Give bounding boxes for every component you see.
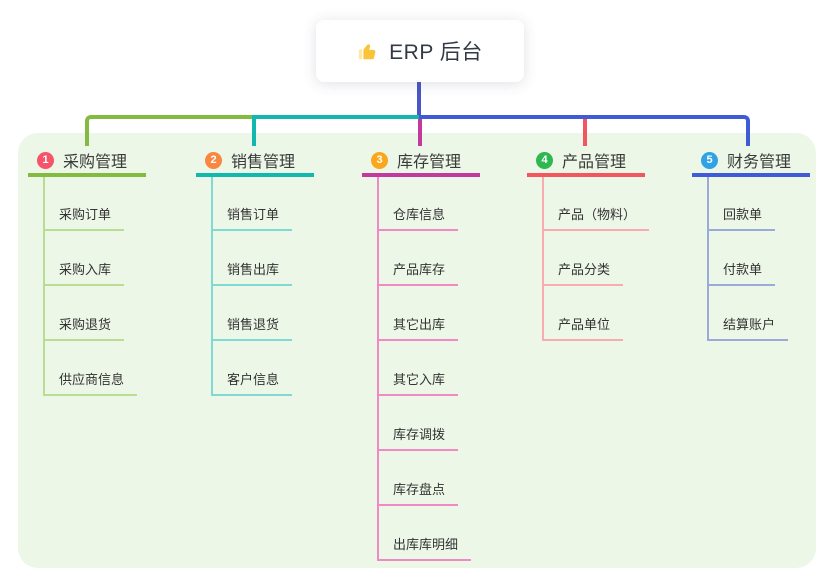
branch-1-child-connector	[43, 177, 45, 396]
child-node[interactable]: 采购退货	[43, 311, 125, 341]
child-node[interactable]: 出库库明细	[377, 531, 472, 561]
thumbs-up-icon	[357, 40, 379, 62]
connector-branch-2-drop	[252, 115, 256, 146]
child-node[interactable]: 结算账户	[707, 311, 789, 341]
child-node[interactable]: 其它出库	[377, 311, 459, 341]
branch-label: 财务管理	[727, 154, 792, 171]
child-node[interactable]: 回款单	[707, 201, 776, 231]
branch-number-badge: 4	[536, 151, 553, 169]
branch-number-badge: 5	[701, 151, 718, 169]
root-node[interactable]: ERP 后台	[316, 20, 524, 82]
branch-3-child-connector	[377, 177, 379, 561]
connector-root-drop	[417, 82, 421, 116]
branch-label: 采购管理	[63, 154, 128, 171]
connector-branch-3-drop	[418, 119, 422, 146]
root-label: ERP 后台	[389, 41, 483, 64]
branch-number-badge: 2	[205, 151, 222, 169]
branch-number-badge: 1	[37, 151, 54, 169]
branch-node-3[interactable]: 3 库存管理	[362, 147, 480, 177]
branch-label: 销售管理	[231, 154, 296, 171]
child-node[interactable]: 销售退货	[211, 311, 293, 341]
child-node[interactable]: 付款单	[707, 256, 776, 286]
child-node[interactable]: 客户信息	[211, 366, 293, 396]
branch-number-badge: 3	[371, 151, 388, 169]
connector-branch-2	[256, 115, 419, 119]
branch-node-5[interactable]: 5 财务管理	[692, 147, 810, 177]
branch-2-child-connector	[211, 177, 213, 396]
branch-4-child-connector	[542, 177, 544, 341]
child-node[interactable]: 采购订单	[43, 201, 125, 231]
child-node[interactable]: 产品单位	[542, 311, 624, 341]
child-node[interactable]: 其它入库	[377, 366, 459, 396]
child-node[interactable]: 销售出库	[211, 256, 293, 286]
branch-node-1[interactable]: 1 采购管理	[28, 147, 146, 177]
child-node[interactable]: 产品（物料）	[542, 201, 650, 231]
child-node[interactable]: 产品库存	[377, 256, 459, 286]
branch-node-2[interactable]: 2 销售管理	[196, 147, 314, 177]
child-node[interactable]: 产品分类	[542, 256, 624, 286]
child-node[interactable]: 库存调拨	[377, 421, 459, 451]
connector-branch-1	[85, 115, 256, 146]
connector-branch-4-drop	[583, 119, 587, 146]
child-node[interactable]: 供应商信息	[43, 366, 138, 396]
branch-node-4[interactable]: 4 产品管理	[527, 147, 645, 177]
child-node[interactable]: 销售订单	[211, 201, 293, 231]
mindmap-board	[18, 133, 816, 568]
branch-5-child-connector	[707, 177, 709, 341]
branch-label: 库存管理	[397, 154, 462, 171]
branch-label: 产品管理	[562, 154, 627, 171]
child-node[interactable]: 库存盘点	[377, 476, 459, 506]
child-node[interactable]: 采购入库	[43, 256, 125, 286]
connector-branch-5	[419, 115, 750, 146]
child-node[interactable]: 仓库信息	[377, 201, 459, 231]
